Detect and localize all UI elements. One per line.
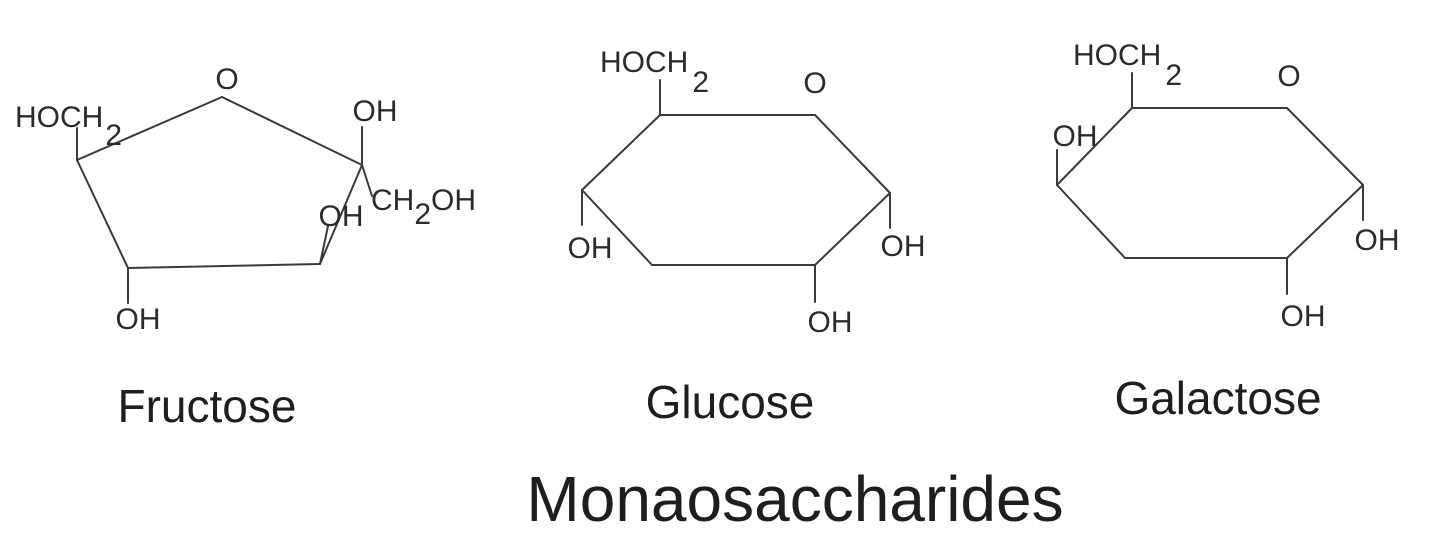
fructose-c3-oh-label: OH: [319, 200, 364, 233]
fructose-hoch2-label: HOCH2: [15, 101, 122, 152]
galactose-ring-oxygen: O: [1277, 60, 1300, 93]
glucose-hoch2-main: HOCH: [600, 46, 688, 79]
fructose-c4-oh-label: OH: [116, 303, 161, 336]
glucose-name: Glucose: [646, 376, 815, 428]
fructose-c2-oh-label: OH: [353, 95, 398, 128]
glucose-bond-c3-c4: [581, 189, 653, 266]
glucose-c1-oh-label: OH: [881, 230, 926, 263]
galactose-structure: O HOCH2 OH OH OH Galactose: [1053, 39, 1400, 424]
glucose-bond-o-c1: [814, 114, 891, 194]
fructose-bond-c3-c4: [127, 263, 321, 269]
galactose-bond-c3-c4: [1056, 184, 1126, 259]
fructose-bond-c2-ch2oh: [361, 164, 373, 197]
glucose-bond-c4-c5: [581, 114, 661, 191]
galactose-hoch2-label: HOCH2: [1073, 39, 1182, 92]
glucose-bond-c1-c2: [814, 192, 891, 266]
galactose-name: Galactose: [1114, 372, 1321, 424]
fructose-bond-c2-c3: [319, 164, 363, 265]
fructose-structure: O HOCH2 OH CH2OH OH OH Fructose: [15, 63, 476, 432]
fructose-ring-oxygen: O: [215, 63, 238, 96]
galactose-bond-c4-c5: [1056, 107, 1133, 186]
fructose-bond-c4-c5: [76, 159, 129, 269]
galactose-c1-oh-label: OH: [1355, 224, 1400, 257]
galactose-c2-oh-label: OH: [1281, 300, 1326, 333]
fructose-ch2oh-oh: OH: [431, 184, 476, 217]
glucose-hoch2-subscript: 2: [692, 66, 709, 99]
galactose-bond-c1-c2: [1286, 184, 1364, 259]
fructose-bond-c5-o: [76, 96, 223, 161]
fructose-ch2oh-label: CH2OH: [371, 184, 476, 231]
glucose-hoch2-label: HOCH2: [600, 46, 709, 99]
galactose-bond-o-c1: [1286, 107, 1364, 186]
glucose-ring-oxygen: O: [803, 67, 826, 100]
fructose-hoch2-main: HOCH: [15, 101, 103, 134]
fructose-bond-o-c2: [221, 96, 363, 166]
galactose-c4-oh-label: OH: [1053, 120, 1098, 153]
diagram-title: Monaosaccharides: [526, 463, 1063, 535]
fructose-ch2oh-ch: CH: [371, 184, 414, 217]
fructose-hoch2-subscript: 2: [105, 119, 122, 152]
glucose-c4-oh-label: OH: [568, 232, 613, 265]
glucose-c2-oh-label: OH: [808, 306, 853, 339]
galactose-hoch2-main: HOCH: [1073, 39, 1161, 72]
fructose-ch2oh-subscript: 2: [414, 198, 431, 231]
galactose-hoch2-subscript: 2: [1165, 59, 1182, 92]
glucose-structure: O HOCH2 OH OH OH Glucose: [568, 46, 926, 428]
fructose-name: Fructose: [118, 380, 297, 432]
fructose-bond-c3-oh: [319, 225, 329, 265]
